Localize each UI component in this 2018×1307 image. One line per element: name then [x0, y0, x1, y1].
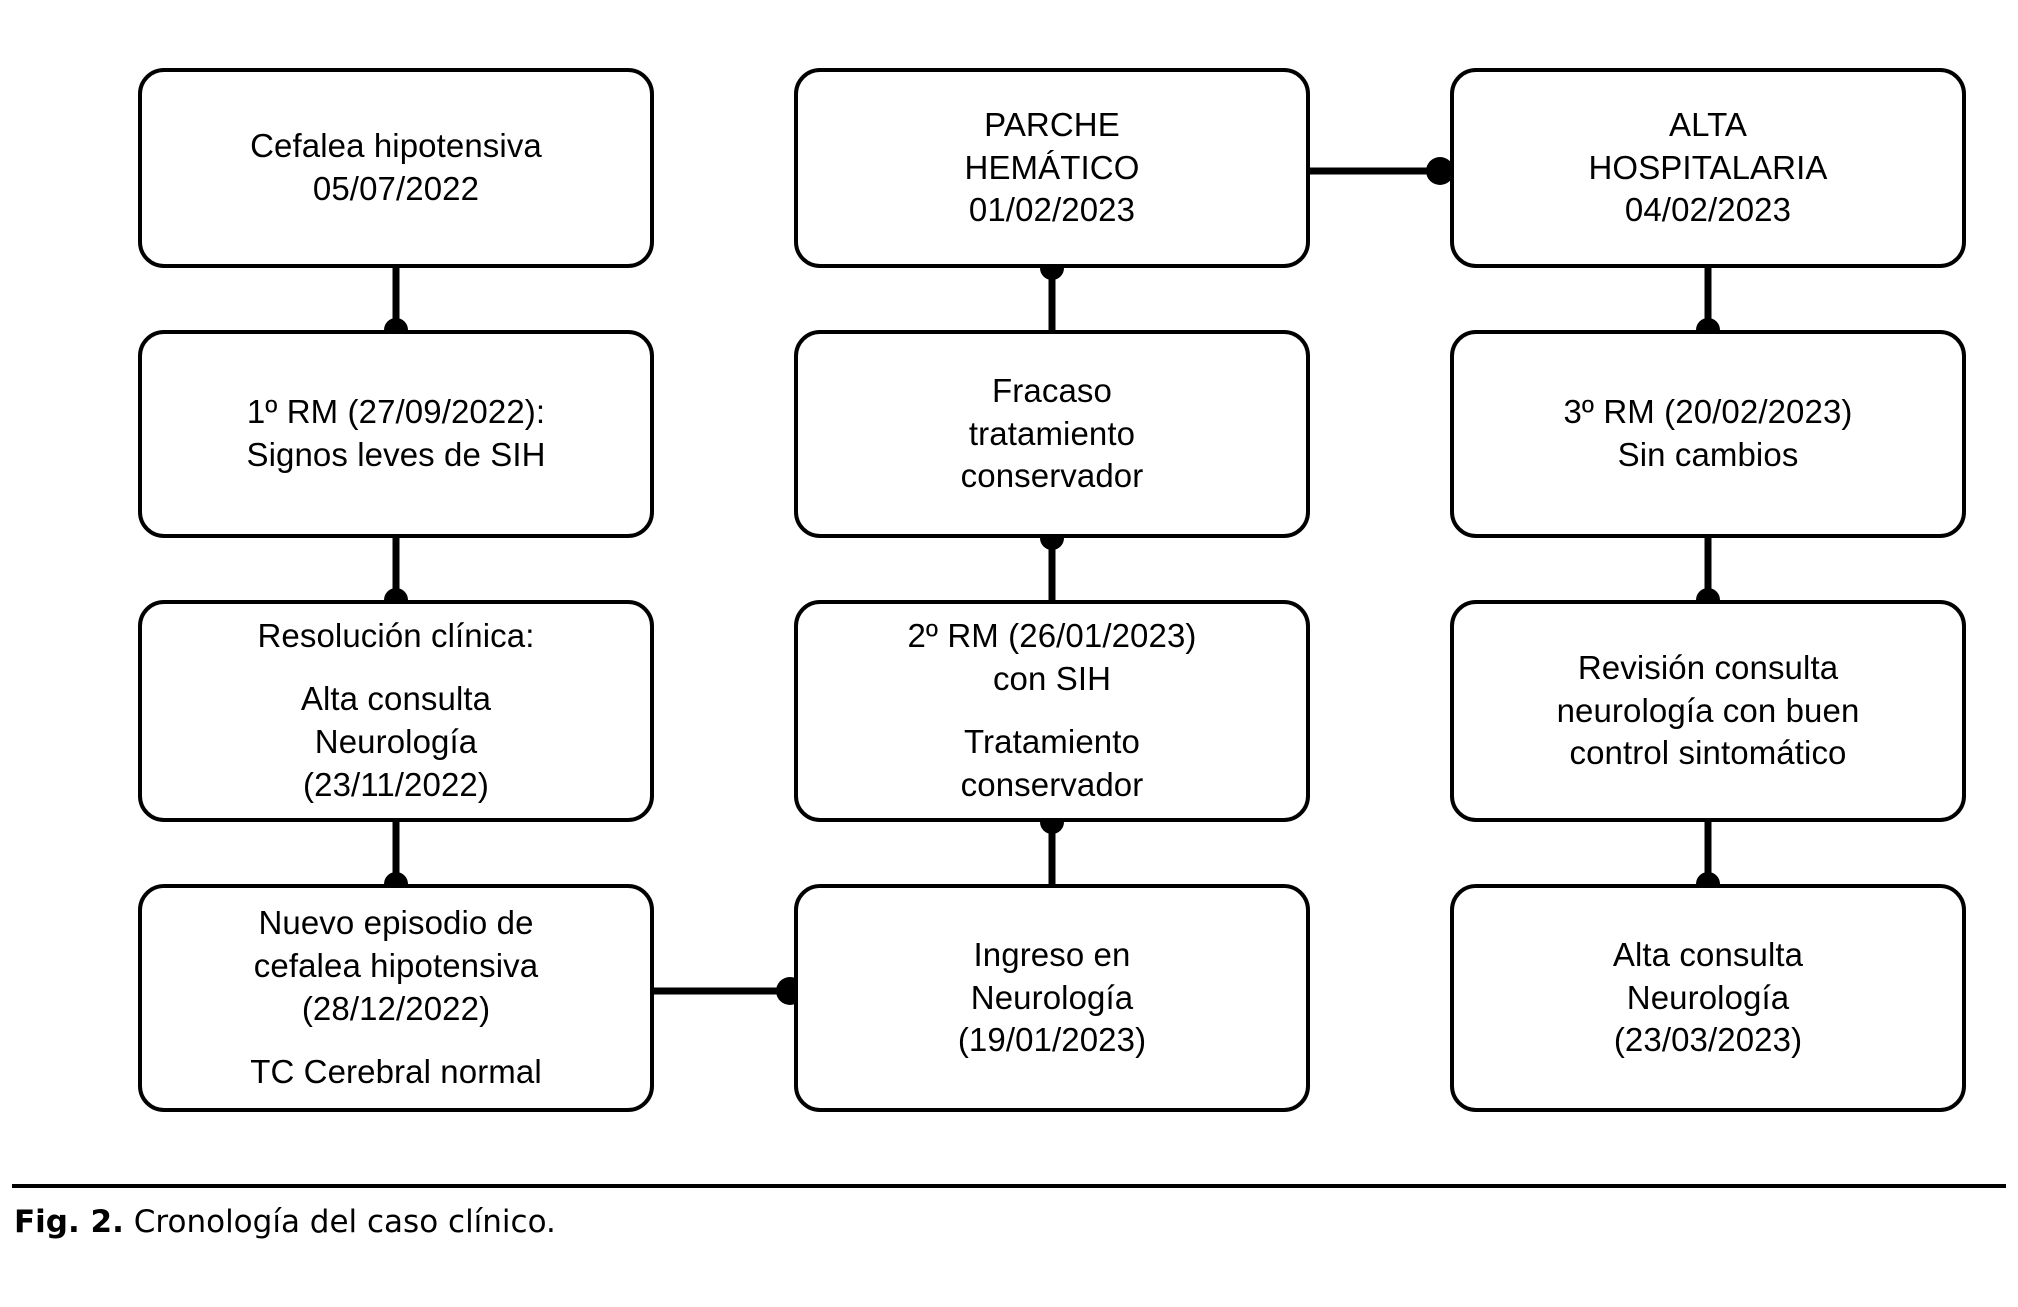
node-line: (28/12/2022)	[301, 990, 491, 1027]
node-line: Ingreso en	[973, 935, 1131, 973]
node-line: Alta consulta	[1612, 935, 1804, 973]
node-line: cefalea hipotensiva	[253, 947, 539, 985]
node-line: Sin cambios	[1617, 436, 1799, 473]
figure-caption-text: Cronología del caso clínico.	[133, 1204, 556, 1240]
node-line: TC Cerebral normal	[250, 1052, 542, 1090]
figure-caption: Fig. 2. Cronología del caso clínico.	[14, 1204, 556, 1241]
node-line: Signos leves de SIH	[246, 436, 546, 473]
caption-divider	[12, 1184, 2006, 1188]
node-1-rm[interactable]: 1º RM (27/09/2022): Signos leves de SIH	[138, 330, 654, 538]
node-line: Tratamiento	[964, 723, 1140, 760]
node-line: 3º RM (20/02/2023)	[1563, 393, 1853, 431]
node-line: PARCHE	[984, 105, 1120, 143]
node-parche-hematico[interactable]: PARCHE HEMÁTICO 01/02/2023	[794, 68, 1310, 268]
node-line: 04/02/2023	[1624, 191, 1792, 229]
node-line: HEMÁTICO	[964, 148, 1140, 186]
node-line: 01/02/2023	[968, 191, 1136, 229]
node-line: Neurología	[970, 978, 1134, 1016]
node-line: 05/07/2022	[312, 170, 480, 207]
node-revision-consulta[interactable]: Revisión consulta neurología con buen co…	[1450, 600, 1966, 822]
node-line: Cefalea hipotensiva	[250, 127, 542, 165]
node-alta-consulta-final[interactable]: Alta consulta Neurología (23/03/2023)	[1450, 884, 1966, 1112]
node-line: control sintomático	[1569, 734, 1847, 772]
node-cefalea-hipotensiva[interactable]: Cefalea hipotensiva 05/07/2022	[138, 68, 654, 268]
node-line: 1º RM (27/09/2022):	[246, 393, 546, 431]
node-nuevo-episodio[interactable]: Nuevo episodio de cefalea hipotensiva (2…	[138, 884, 654, 1112]
node-3-rm[interactable]: 3º RM (20/02/2023) Sin cambios	[1450, 330, 1966, 538]
node-line: Neurología	[1626, 978, 1790, 1016]
node-ingreso-neurologia[interactable]: Ingreso en Neurología (19/01/2023)	[794, 884, 1310, 1112]
figure-caption-label: Fig. 2.	[14, 1204, 124, 1240]
node-2-rm[interactable]: 2º RM (26/01/2023) con SIH Tratamiento c…	[794, 600, 1310, 822]
node-line: Neurología	[314, 723, 478, 760]
node-line: (23/03/2023)	[1613, 1021, 1803, 1059]
node-line: Fracaso	[992, 371, 1112, 409]
node-line: (23/11/2022)	[303, 765, 489, 803]
node-line: tratamiento	[968, 414, 1136, 452]
node-line: 2º RM (26/01/2023)	[907, 617, 1197, 655]
node-alta-hospitalaria[interactable]: ALTA HOSPITALARIA 04/02/2023	[1450, 68, 1966, 268]
node-line: con SIH	[992, 660, 1112, 698]
node-line: ALTA	[1668, 105, 1748, 143]
node-line: Alta consulta	[300, 680, 492, 718]
node-line: HOSPITALARIA	[1588, 148, 1828, 186]
node-line: conservador	[960, 765, 1144, 803]
node-line: conservador	[960, 457, 1144, 495]
node-line: neurología con buen	[1556, 691, 1860, 729]
flowchart-diagram: Cefalea hipotensiva 05/07/2022 1º RM (27…	[138, 68, 1966, 1112]
node-line: Resolución clínica:	[257, 617, 535, 655]
node-resolucion-clinica[interactable]: Resolución clínica: Alta consulta Neurol…	[138, 600, 654, 822]
node-fracaso-tratamiento[interactable]: Fracaso tratamiento conservador	[794, 330, 1310, 538]
node-line: (19/01/2023)	[957, 1021, 1147, 1059]
node-line: Nuevo episodio de	[258, 904, 534, 942]
node-line: Revisión consulta	[1577, 648, 1839, 686]
